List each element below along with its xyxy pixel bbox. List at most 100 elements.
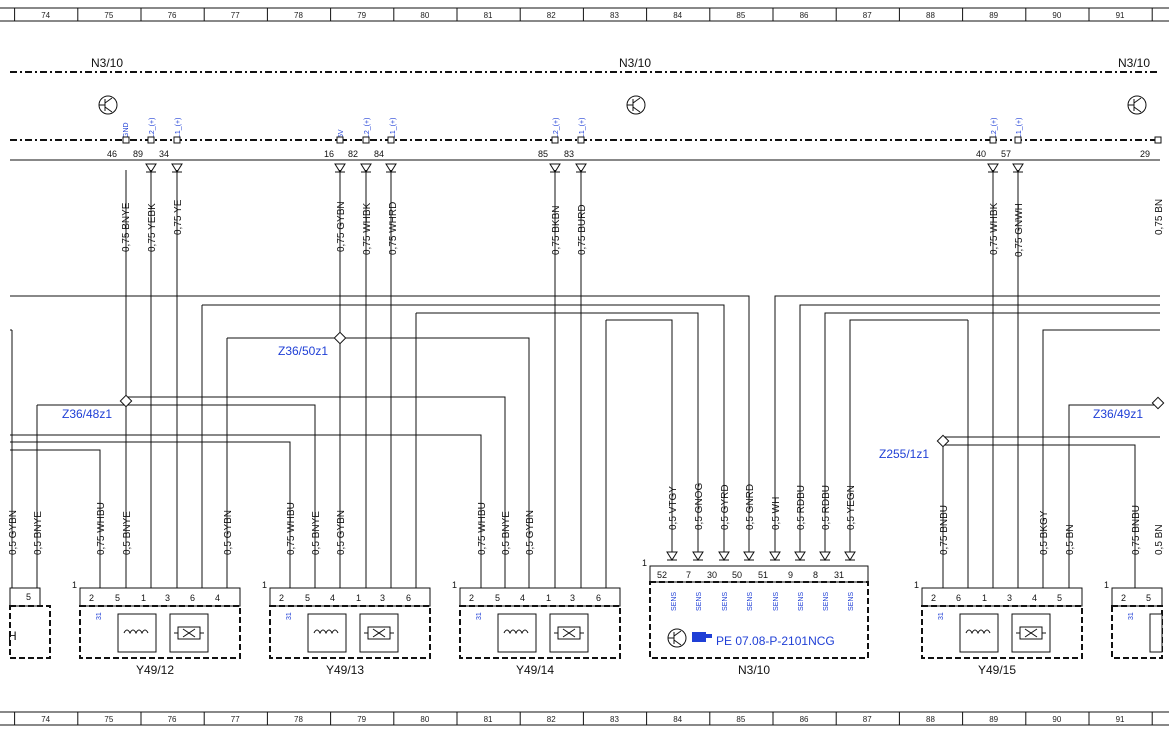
pin-number: 16	[324, 149, 334, 159]
grid-column-label: 82	[547, 11, 556, 20]
coil-icon	[497, 613, 537, 653]
wire-label: 0,5 GYBN	[336, 510, 347, 555]
coil-icon	[307, 613, 347, 653]
pin-number: 85	[538, 149, 548, 159]
grid-column-label: 78	[294, 11, 303, 20]
sens-label: SENS	[696, 592, 703, 611]
bottom-grid-ruler: 74757677787980818283848586878889909192	[0, 711, 1169, 726]
pin-number: 1	[356, 593, 361, 603]
coil-icon	[959, 613, 999, 653]
module-label-center: N3/10	[619, 56, 651, 70]
wire-arrow	[769, 551, 781, 561]
connector-pin	[147, 136, 155, 144]
sens-label: SENS	[747, 592, 754, 611]
pin-number: 3	[380, 593, 385, 603]
pin-number: 2	[1121, 593, 1126, 603]
transistor-icon	[98, 95, 118, 115]
ground-mark: 31	[476, 612, 483, 620]
grid-column-label: 91	[1116, 11, 1125, 20]
grid-column-label: 87	[863, 715, 872, 724]
splice-label: Z255/1z1	[879, 447, 929, 461]
grid-column-label: 87	[863, 11, 872, 20]
pin-number: 82	[348, 149, 358, 159]
wire-label: 0,75 WHBK	[362, 202, 373, 255]
transistor-icon	[667, 628, 687, 648]
pin-number: 34	[159, 149, 169, 159]
reference-hand-icon	[692, 632, 712, 642]
connector-pin	[173, 136, 181, 144]
wire-arrow	[743, 551, 755, 561]
grid-column-label: 79	[357, 715, 366, 724]
module-label-right: N3/10	[1118, 56, 1150, 70]
pin-number: 89	[133, 149, 143, 159]
pin-number: 4	[330, 593, 335, 603]
splice-node	[936, 434, 950, 448]
wire-label: 0,75 WHBU	[286, 502, 297, 555]
lower-wire-labels: 0,5 GYBN 0,5 BNYE 0,75 WHBU 0,5 BNYE 0,5…	[8, 483, 1165, 555]
wire-label: 0,75 GYBN	[336, 201, 347, 252]
transistor-icon	[626, 95, 646, 115]
pin-number: 46	[107, 149, 117, 159]
n310-arrow-group	[666, 551, 856, 561]
wire-arrow	[718, 551, 730, 561]
pin-number: 6	[956, 593, 961, 603]
wire-label: 0,5 RDBU	[796, 485, 807, 530]
connector-pin	[1014, 136, 1022, 144]
component-name: Y49/15	[978, 663, 1016, 677]
pin-number: 3	[165, 593, 170, 603]
transistor-icon	[1127, 95, 1147, 115]
wire-label: 0,5 GNOG	[694, 483, 705, 530]
wire-label: 0,75 BKBN	[551, 206, 562, 255]
sens-label: SENS	[773, 592, 780, 611]
splice-node	[333, 331, 347, 345]
connector-pin	[577, 136, 585, 144]
connector-pin	[362, 136, 370, 144]
component-y49-12: 1 2 5 1 3 6 4 31 Y49/12	[72, 580, 241, 677]
wire-label: 0,75 GNWH	[1014, 203, 1025, 257]
wire-label: 0,75 WHBK	[989, 202, 1000, 255]
document-reference[interactable]: PE 07.08-P-2101NCG	[716, 634, 835, 648]
wire-label: 0,5 BN	[1154, 524, 1165, 555]
grid-column-label: 77	[231, 11, 240, 20]
pin-number: 7	[686, 570, 691, 580]
wire-label: 0,75 WHRD	[388, 202, 399, 255]
grid-column-label: 88	[926, 11, 935, 20]
pin-number: 2	[89, 593, 94, 603]
grid-column-label: 84	[673, 715, 682, 724]
grid-column-label: 80	[420, 11, 429, 20]
upper-wire-labels: 0,75 BNYE 0,75 YEBK 0,75 YE 0,75 GYBN 0,…	[121, 199, 1165, 257]
component-name: Y49/14	[516, 663, 554, 677]
pin-number: 4	[1032, 593, 1037, 603]
component-left-partial: 5 H	[8, 587, 51, 659]
wire-arrow	[819, 551, 831, 561]
pin-number: 57	[1001, 149, 1011, 159]
grid-column-label: 76	[168, 11, 177, 20]
wire-label: 0,5 BNYE	[501, 511, 512, 555]
pin-number: 5	[1146, 593, 1151, 603]
wire-label: 0,75 YE	[173, 199, 184, 235]
pin-number: 9	[788, 570, 793, 580]
pin-signal: L2_(+)	[553, 118, 560, 138]
pin-signal: 5V	[338, 129, 345, 138]
pin-number: 29	[1140, 149, 1150, 159]
wire-label: 0,5 GYRD	[720, 484, 731, 530]
pin-signal: L1_(+)	[579, 118, 586, 138]
splice-label: Z36/50z1	[278, 344, 328, 358]
module-label-left: N3/10	[91, 56, 123, 70]
pin-number: 40	[976, 149, 986, 159]
wire-label: 0,75 BN	[1154, 199, 1165, 235]
wire-label: 0,5 BNYE	[122, 511, 133, 555]
wire-label: 0,5 GYBN	[223, 510, 234, 555]
grid-column-label: 84	[673, 11, 682, 20]
pin-number: 8	[813, 570, 818, 580]
pin-number: 4	[215, 593, 220, 603]
component-y49-14: 1 2 5 4 1 3 6 31 Y49/14	[452, 580, 621, 677]
wire-arrow	[844, 551, 856, 561]
pin-number: 4	[520, 593, 525, 603]
grid-column-label: 85	[736, 715, 745, 724]
pin-signal: L1_(+)	[175, 118, 182, 138]
pin-number: 5	[115, 593, 120, 603]
sens-label: SENS	[671, 592, 678, 611]
wire-label: 0,5 BN	[1065, 524, 1076, 555]
wire-label: 0,5 GYBN	[525, 510, 536, 555]
